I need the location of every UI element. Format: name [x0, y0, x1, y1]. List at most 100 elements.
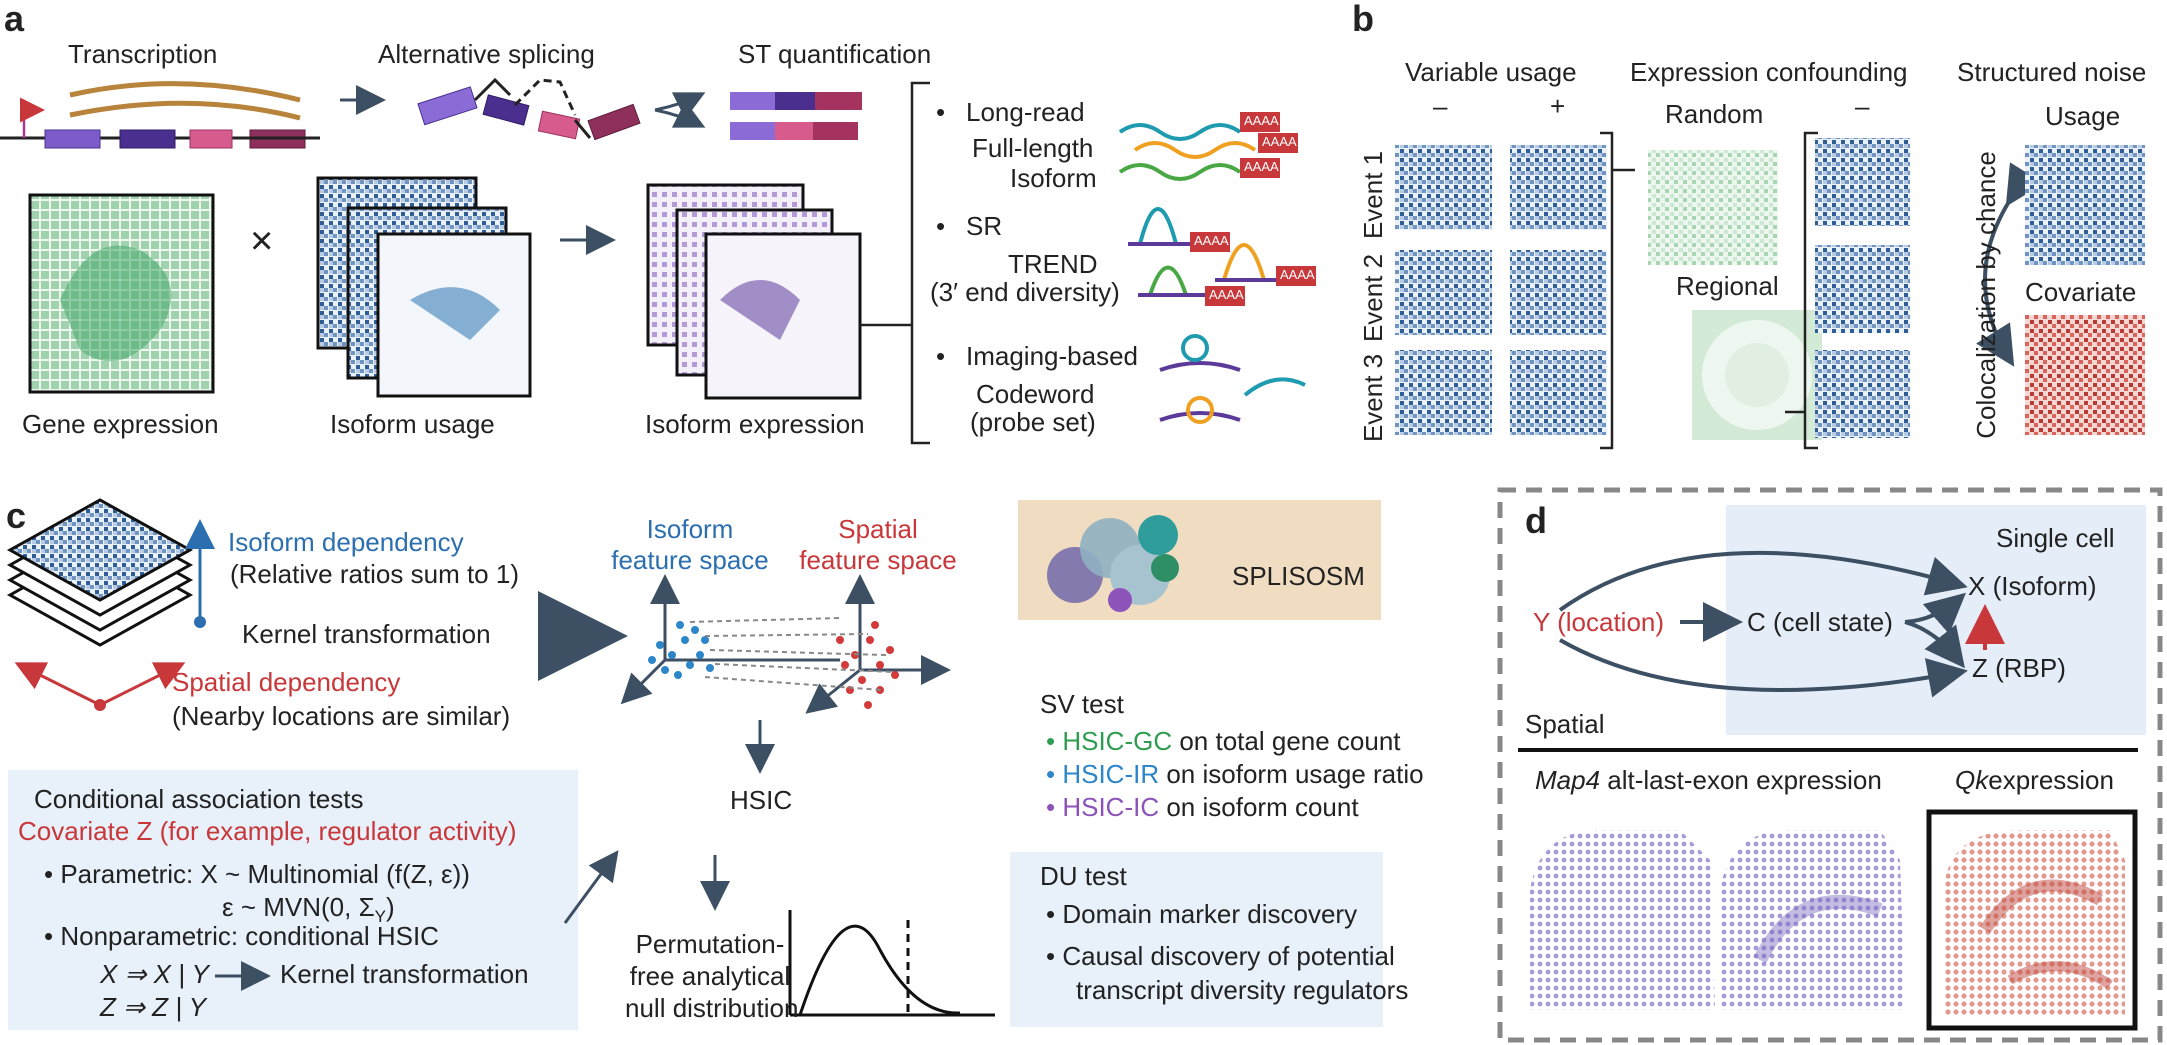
nearby-label: (Nearby locations are similar): [172, 701, 511, 731]
permutation-line2: free analytical: [629, 961, 791, 991]
spatial-dependency-label: Spatial dependency: [172, 667, 401, 697]
minus-label: –: [1433, 91, 1448, 121]
single-cell-label: Single cell: [1996, 523, 2115, 553]
panel-letter-d: d: [1525, 500, 1547, 541]
map4-gene: Map4: [1535, 765, 1601, 795]
covariate-z-label: Covariate Z (for example, regulator acti…: [18, 816, 517, 846]
polya-tag: AAAA: [1194, 233, 1229, 248]
sv-bullet: •: [1046, 726, 1056, 756]
spatial-feature-space-line2: feature space: [799, 545, 957, 575]
c-state-label: C (cell state): [1747, 607, 1893, 637]
panel-letter-a: a: [4, 0, 25, 39]
z-conditional: Z ⇒ Z | Y: [100, 992, 207, 1022]
sv-bullet: •: [1046, 759, 1056, 789]
qk-gene: Qk: [1955, 765, 1989, 795]
method-line-2: (probe set): [970, 407, 1096, 437]
sv-item-desc: on total gene count: [1172, 726, 1401, 756]
method-line-2: Isoform: [1010, 163, 1097, 193]
eps-close: ): [385, 892, 395, 922]
splisosm-label: SPLISOSM: [1232, 561, 1365, 591]
method-title: Long-read: [966, 97, 1085, 127]
expression-confounding-label: Expression confounding: [1630, 57, 1908, 87]
times-sign: ×: [250, 219, 273, 263]
spatial-label: Spatial: [1525, 709, 1605, 739]
eps-subscript: Y: [374, 907, 386, 927]
kernel-transformation-2-label: Kernel transformation: [280, 959, 529, 989]
z-rbp-label: Z (RBP): [1972, 653, 2066, 683]
alt-splicing-label: Alternative splicing: [378, 39, 595, 69]
random-label: Random: [1665, 99, 1764, 129]
panel-letter-c: c: [6, 495, 27, 536]
x-isoform-label: X (Isoform): [1968, 571, 2097, 601]
sv-test-title: SV test: [1040, 689, 1124, 719]
permutation-line1: Permutation-: [635, 929, 785, 959]
sv-item-gc: • HSIC-GC on total gene count: [1046, 726, 1401, 757]
confounding-minus-label: –: [1855, 91, 1870, 121]
eps-text: ε ~ MVN(0, Σ: [222, 892, 375, 922]
permutation-line3: null distribution: [625, 993, 799, 1023]
sv-item-desc: on isoform usage ratio: [1159, 759, 1424, 789]
map4-label: Map4 alt-last-exon expression: [1535, 765, 1882, 796]
nonparametric-text: Nonparametric: conditional HSIC: [60, 921, 439, 951]
hsic-label: HSIC: [730, 785, 793, 815]
method-title: SR: [966, 211, 1003, 241]
method-line-2: (3′ end diversity): [930, 277, 1120, 307]
spatial-feature-space-line1: Spatial: [838, 514, 918, 544]
sv-item-desc: on isoform count: [1159, 792, 1359, 822]
map4-rest: alt-last-exon expression: [1600, 765, 1882, 795]
polya-tag: AAAA: [1209, 287, 1244, 302]
polya-tag: AAAA: [1280, 267, 1315, 282]
sv-item-name: HSIC-IC: [1062, 792, 1160, 822]
qk-label: Qkexpression: [1955, 765, 2114, 796]
x-conditional: X ⇒ X | Y: [100, 959, 209, 989]
bullet: •: [936, 211, 946, 241]
event-3-label: Event 3: [1358, 353, 1389, 443]
panel-letter-b: b: [1352, 0, 1374, 39]
isoform-usage-label: Isoform usage: [330, 409, 495, 439]
sv-item-ir: • HSIC-IR on isoform usage ratio: [1046, 759, 1424, 790]
st-quant-label: ST quantification: [738, 39, 932, 69]
event-2-label: Event 2: [1358, 253, 1389, 343]
colocalization-label: Colocalization by chance: [1970, 151, 2001, 439]
bullet: •: [936, 97, 946, 127]
gene-expression-label: Gene expression: [22, 409, 219, 439]
structured-noise-label: Structured noise: [1957, 57, 2147, 87]
transcription-label: Transcription: [68, 39, 218, 69]
y-location-label: Y (location): [1533, 607, 1665, 637]
plus-label: +: [1550, 91, 1566, 121]
nonparametric-label: • Nonparametric: conditional HSIC: [44, 921, 439, 951]
isoform-dependency-label: Isoform dependency: [228, 527, 464, 557]
covariate-label: Covariate: [2025, 277, 2137, 307]
du-item-text: Domain marker discovery: [1062, 899, 1358, 929]
sv-item-ic: • HSIC-IC on isoform count: [1046, 792, 1359, 823]
du-item-domain: • Domain marker discovery: [1046, 899, 1358, 929]
du-item-causal: • Causal discovery of potential: [1046, 941, 1395, 971]
sv-bullet: •: [1046, 792, 1056, 822]
parametric-eps: ε ~ MVN(0, ΣY): [222, 892, 395, 927]
method-line-1: TREND: [1008, 249, 1098, 279]
polya-tag: AAAA: [1262, 134, 1297, 149]
ratios-sum-label: (Relative ratios sum to 1): [230, 559, 519, 589]
isoform-expression-label: Isoform expression: [645, 409, 865, 439]
sv-item-name: HSIC-GC: [1062, 726, 1173, 756]
bullet: •: [936, 341, 946, 371]
method-line-1: Codeword: [976, 379, 1095, 409]
du-test-title: DU test: [1040, 861, 1127, 891]
usage-label: Usage: [2045, 101, 2121, 131]
parametric-text: Parametric: X ~ Multinomial (f(Z, ε)): [60, 859, 470, 889]
variable-usage-label: Variable usage: [1405, 57, 1577, 87]
parametric-label: • Parametric: X ~ Multinomial (f(Z, ε)): [44, 859, 470, 889]
isoform-feature-space-line1: Isoform: [646, 514, 734, 544]
event-1-label: Event 1: [1358, 150, 1389, 240]
du-item-text: Causal discovery of potential: [1062, 941, 1395, 971]
polya-tag: AAAA: [1244, 159, 1279, 174]
isoform-feature-space-line2: feature space: [611, 545, 769, 575]
kernel-transformation-label: Kernel transformation: [242, 619, 491, 649]
conditional-tests-title: Conditional association tests: [34, 784, 364, 814]
sv-item-name: HSIC-IR: [1062, 759, 1160, 789]
regional-label: Regional: [1676, 271, 1779, 301]
qk-rest: expression: [1988, 765, 2114, 795]
method-title: Imaging-based: [966, 341, 1138, 371]
method-line-1: Full-length: [972, 133, 1094, 163]
